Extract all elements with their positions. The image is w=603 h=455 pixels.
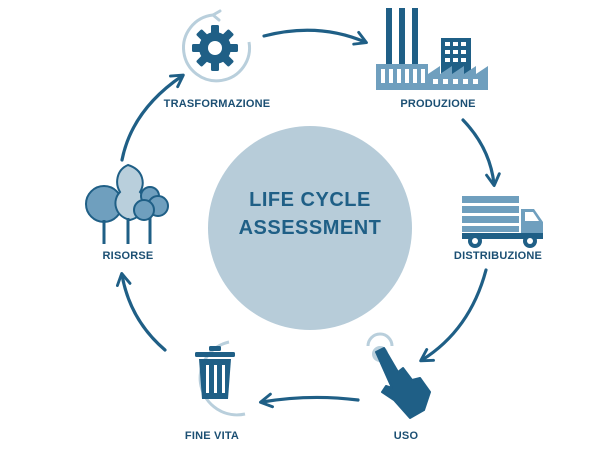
stage-label-produzione: PRODUZIONE <box>400 98 476 110</box>
center-title-line2: ASSESSMENT <box>238 217 382 239</box>
cycle-arrows <box>115 28 501 409</box>
stage-label-risorse: RISORSE <box>102 250 154 262</box>
trees-icon <box>85 163 169 244</box>
center-title-line1: LIFE CYCLE <box>249 189 371 211</box>
center-title: LIFE CYCLE ASSESSMENT <box>200 186 420 242</box>
gear-icon <box>182 9 251 83</box>
arrow-produzione-distribuzione <box>461 118 501 188</box>
arrow-distribuzione-uso <box>419 268 488 363</box>
stage-label-uso: USO <box>393 430 419 442</box>
stage-label-trasformazione: TRASFORMAZIONE <box>163 98 271 110</box>
arrow-uso-finevita <box>258 392 360 409</box>
hand-pointer-icon <box>366 332 431 419</box>
truck-icon <box>462 196 543 248</box>
stage-label-fine-vita: FINE VITA <box>184 430 240 442</box>
arrow-trasformazione-produzione <box>262 28 368 46</box>
arrow-risorse-trasformazione <box>120 73 185 162</box>
arrow-finevita-risorse <box>115 271 167 352</box>
trash-bin-icon <box>195 340 246 417</box>
stage-label-distribuzione: DISTRIBUZIONE <box>453 250 543 262</box>
factory-icon <box>376 8 488 90</box>
center-circle <box>208 126 412 330</box>
